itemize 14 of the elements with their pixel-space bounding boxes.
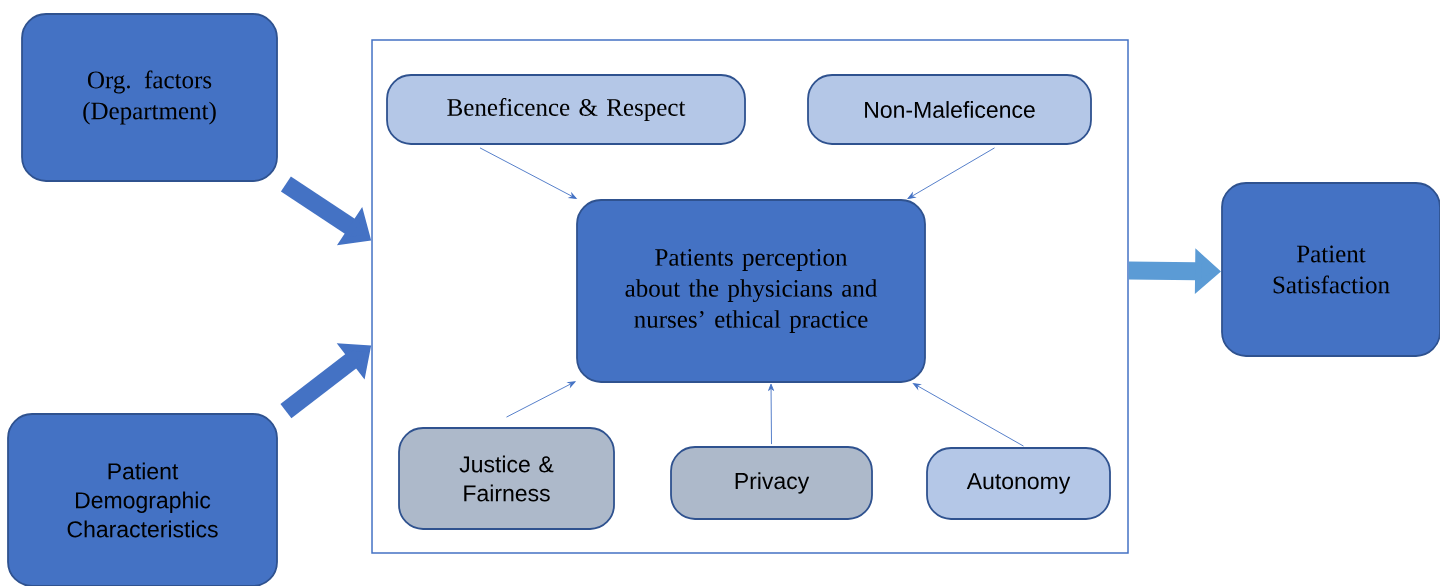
outcome-box: Patient Satisfaction [1221, 182, 1440, 357]
principle-box: Justice & Fairness [398, 427, 615, 530]
arrow [768, 383, 774, 445]
arrow [479, 147, 577, 199]
central-box: Patients perception about the physicians and nurses’ ethical practice [576, 199, 926, 383]
arrow [907, 147, 995, 199]
arrow [506, 381, 576, 418]
principle-box: Autonomy [926, 447, 1111, 520]
arrow [912, 383, 1024, 447]
principle-box: Beneficence & Respect [386, 74, 746, 145]
principle-box: Privacy [670, 446, 873, 520]
factor-box: Patient Demographic Characteristics [7, 413, 278, 586]
principle-box: Non-Maleficence [807, 74, 1092, 145]
factor-box: Org. factors (Department) [21, 13, 278, 182]
